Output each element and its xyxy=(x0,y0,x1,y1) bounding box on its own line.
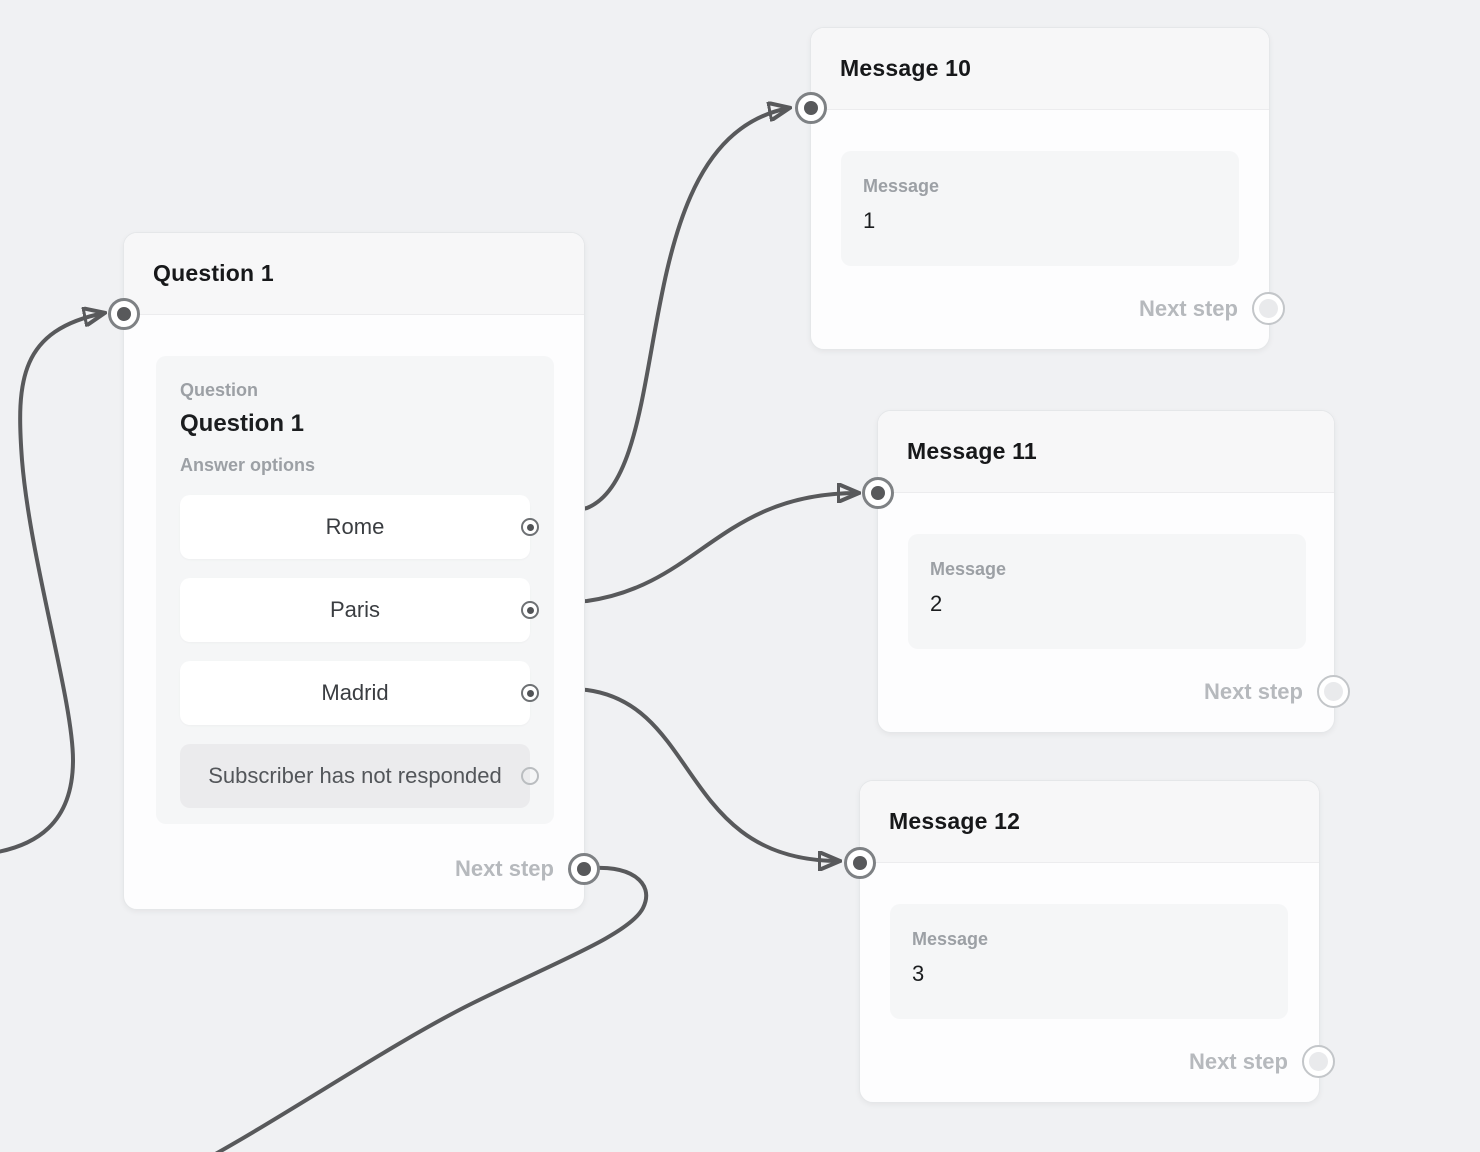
message11-next-step-row: Next step xyxy=(1204,675,1350,708)
question-field-value: Question 1 xyxy=(180,410,305,437)
next-step-label: Next step xyxy=(1203,678,1303,704)
answer-option-paris-label: Paris xyxy=(329,597,381,622)
message12-node[interactable]: Message 12 Message 3 Next step xyxy=(844,780,1335,1103)
message11-field-label: Message xyxy=(930,559,1007,579)
next-step-label: Next step xyxy=(1138,295,1238,321)
message11-node-title: Message 11 xyxy=(907,438,1037,464)
message11-input-port[interactable] xyxy=(862,477,894,509)
message10-node-title: Message 10 xyxy=(840,55,972,81)
message12-next-step-port[interactable] xyxy=(1302,1045,1335,1078)
message12-node-title: Message 12 xyxy=(889,808,1021,834)
next-step-label: Next step xyxy=(454,856,554,881)
message12-field-label: Message xyxy=(912,929,989,949)
answer-option-paris: Paris xyxy=(180,578,539,642)
message12-next-step-row: Next step xyxy=(1189,1045,1335,1078)
message10-node[interactable]: Message 10 Message 1 Next step xyxy=(795,27,1285,350)
answer-option-rome-label: Rome xyxy=(325,514,385,539)
message10-next-step-port[interactable] xyxy=(1252,292,1285,325)
message12-field-value: 3 xyxy=(912,961,925,986)
question-node-title: Question 1 xyxy=(153,260,274,286)
answer-option-rome: Rome xyxy=(180,495,539,559)
edge-incoming-to-question1[interactable] xyxy=(0,313,104,855)
message10-next-step-row: Next step xyxy=(1139,292,1285,325)
next-step-label: Next step xyxy=(1188,1048,1288,1074)
question-input-port[interactable] xyxy=(108,298,140,330)
paris-output-port[interactable] xyxy=(521,601,539,619)
question-panel: Question Question 1 Answer options Rome … xyxy=(156,356,554,824)
message12-input-port[interactable] xyxy=(844,847,876,879)
message12-panel: Message 3 xyxy=(890,904,1288,1019)
no-response-option: Subscriber has not responded xyxy=(180,744,539,808)
answer-options-label: Answer options xyxy=(180,455,316,475)
message11-panel: Message 2 xyxy=(908,534,1306,649)
message10-input-port[interactable] xyxy=(795,92,827,124)
message10-panel: Message 1 xyxy=(841,151,1239,266)
edge-question1-next-step-out[interactable] xyxy=(190,865,649,1152)
question-node-header: Question 1 xyxy=(124,233,584,315)
message11-node-header: Message 11 xyxy=(878,411,1334,493)
message11-next-step-port[interactable] xyxy=(1317,675,1350,708)
question-node[interactable]: Question 1 Question Question 1 Answer op… xyxy=(108,232,600,910)
question-field-label: Question xyxy=(180,380,259,400)
madrid-output-port[interactable] xyxy=(521,684,539,702)
message10-field-label: Message xyxy=(863,176,940,196)
answer-option-madrid: Madrid xyxy=(180,661,539,725)
no-response-output-port[interactable] xyxy=(521,767,539,785)
question-next-step-row: Next step xyxy=(455,853,600,885)
message10-node-header: Message 10 xyxy=(811,28,1269,110)
rome-output-port[interactable] xyxy=(521,518,539,536)
no-response-option-label: Subscriber has not responded xyxy=(208,763,502,788)
message11-field-value: 2 xyxy=(930,591,943,616)
answer-option-madrid-label: Madrid xyxy=(321,680,389,705)
message10-field-value: 1 xyxy=(863,208,876,233)
message12-node-header: Message 12 xyxy=(860,781,1319,863)
message11-node[interactable]: Message 11 Message 2 Next step xyxy=(862,410,1350,733)
question-next-step-port[interactable] xyxy=(568,853,600,885)
